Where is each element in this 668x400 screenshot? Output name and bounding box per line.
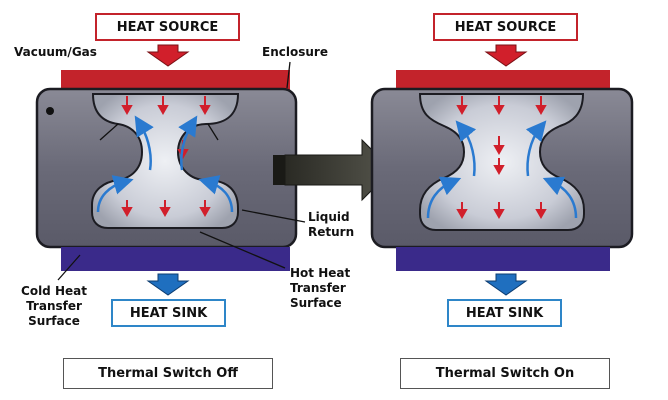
left-heat-out-arrow	[146, 273, 190, 296]
left-heat-sink-plate	[61, 247, 290, 271]
right-heat-arrows	[456, 96, 547, 220]
hot-surface-line1: Hot Heat	[290, 266, 351, 280]
right-heat-sink-label: HEAT SINK	[447, 299, 562, 327]
hot-surface-label: Hot Heat Transfer Surface	[290, 266, 350, 311]
left-caption: Thermal Switch Off	[63, 358, 273, 389]
right-heat-sink-plate	[396, 247, 610, 271]
right-caption: Thermal Switch On	[400, 358, 610, 389]
liquid-return-line2: Return	[308, 225, 355, 239]
cold-surface-line1: Cold Heat	[21, 284, 87, 298]
cold-surface-line2: Transfer	[26, 299, 82, 313]
right-device	[370, 44, 634, 296]
vacuum-gas-label: Vacuum/Gas	[14, 45, 97, 59]
right-heat-source-label: HEAT SOURCE	[433, 13, 578, 41]
vacuum-gas-marker	[46, 107, 54, 115]
liquid-return-label: Liquid Return	[308, 210, 354, 240]
cold-surface-label: Cold Heat Transfer Surface	[8, 284, 100, 329]
left-liquid-return-arrows	[96, 115, 234, 213]
right-heat-in-arrow	[484, 44, 528, 67]
hot-surface-line3: Surface	[290, 296, 342, 310]
right-heat-out-arrow	[484, 273, 528, 296]
left-heat-sink-label: HEAT SINK	[111, 299, 226, 327]
left-device	[35, 44, 306, 296]
hot-surface-line2: Transfer	[290, 281, 346, 295]
cold-surface-line3: Surface	[28, 314, 80, 328]
left-heat-in-arrow	[146, 44, 190, 67]
right-liquid-return-arrows	[426, 120, 578, 219]
left-heat-source-label: HEAT SOURCE	[95, 13, 240, 41]
left-leader-lines	[57, 61, 306, 281]
enclosure-label: Enclosure	[262, 45, 328, 59]
liquid-return-line1: Liquid	[308, 210, 350, 224]
